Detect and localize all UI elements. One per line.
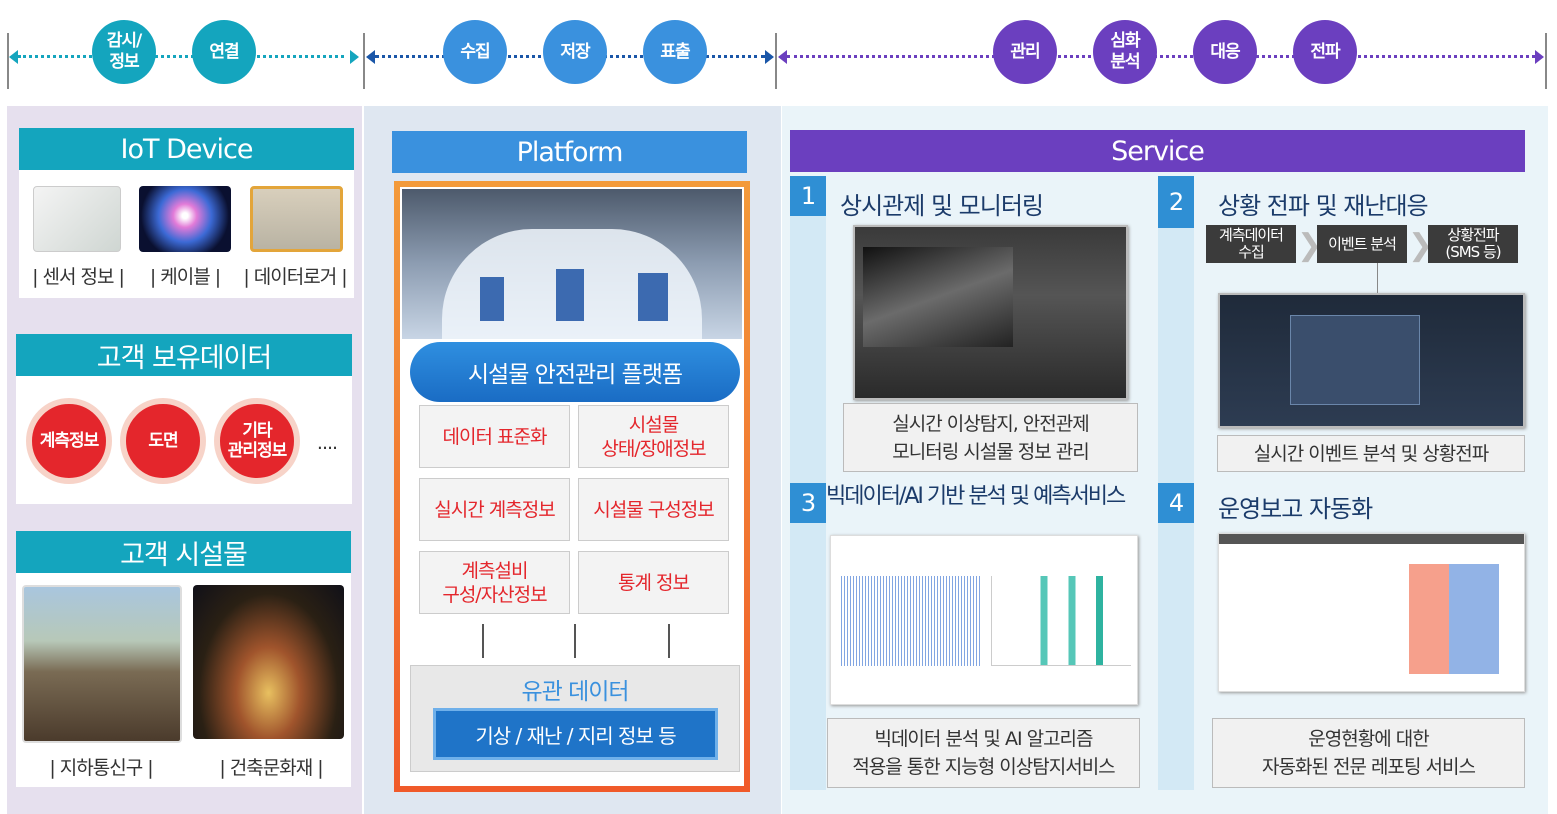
- customer-data-header: 고객 보유데이터: [16, 334, 352, 376]
- control-room-image: [402, 189, 742, 339]
- stage-connect: 연결: [192, 20, 256, 84]
- stage-monitor: 감시/ 정보: [92, 20, 156, 84]
- arrow-left-icon: [9, 50, 18, 64]
- divider: [7, 33, 9, 89]
- badge-4: 4: [1158, 483, 1194, 523]
- cell-realtime-measure: 실시간 계측정보: [419, 478, 570, 541]
- heritage-building-image: [193, 585, 344, 739]
- bar-chart-thumb: [1409, 564, 1509, 674]
- arrow-left-icon: [778, 50, 787, 64]
- s4-title: 운영보고 자동화: [1218, 495, 1373, 523]
- stage-manage: 관리: [993, 20, 1057, 84]
- utility-tunnel-label: | 지하통신구 |: [49, 757, 153, 779]
- badge-2: 2: [1158, 176, 1194, 228]
- stage-store: 저장: [543, 20, 607, 84]
- cell-facility-status: 시설물 상태/장애정보: [578, 405, 729, 468]
- connector-line: [1377, 263, 1378, 293]
- stage-display: 표출: [643, 20, 707, 84]
- service-header: Service: [790, 130, 1525, 172]
- bigdata-chart-screenshot: [830, 535, 1138, 705]
- s4-caption: 운영현황에 대한 자동화된 전문 레포팅 서비스: [1212, 718, 1525, 788]
- stage-analysis: 심화 분석: [1093, 20, 1157, 84]
- other-info-circle: 기타 관리정보: [214, 398, 300, 484]
- flow-propagate: 상황전파 (SMS 등): [1428, 225, 1518, 263]
- more-ellipsis: ....: [316, 432, 338, 454]
- dashboard-bar: [1219, 534, 1524, 544]
- server-icon: [556, 269, 584, 321]
- double-arrow-icon: [668, 624, 670, 658]
- timeseries-thumb: [841, 576, 981, 666]
- double-arrow-icon: [574, 624, 576, 658]
- arrow-right-icon: [765, 50, 774, 64]
- stage-collect: 수집: [443, 20, 507, 84]
- divider: [363, 33, 365, 89]
- s1-title: 상시관제 및 모니터링: [840, 192, 1044, 220]
- event-dialog: [1290, 315, 1420, 405]
- server-icon: [480, 277, 504, 321]
- divider: [1545, 33, 1547, 89]
- facility-header: 고객 시설물: [16, 531, 351, 573]
- s3-title: 빅데이터/AI 기반 분석 및 예측서비스: [826, 484, 1126, 509]
- s3-caption: 빅데이터 분석 및 AI 알고리즘 적용을 통한 지능형 이상탐지서비스: [827, 718, 1140, 788]
- monitoring-screenshot: [853, 225, 1128, 400]
- related-data-title: 유관 데이터: [521, 679, 629, 705]
- sensor-image: [33, 186, 121, 252]
- flow-analyze: 이벤트 분석: [1317, 225, 1407, 263]
- related-data-box: 유관 데이터 기상 / 재난 / 지리 정보 등: [410, 665, 740, 772]
- divider: [775, 33, 777, 89]
- dotted-line: [787, 55, 1535, 58]
- badge-3: 3: [790, 483, 826, 523]
- cell-data-standardization: 데이터 표준화: [419, 405, 570, 468]
- cable-image: [139, 186, 231, 252]
- cable-label: | 케이블 |: [149, 266, 221, 288]
- arrow-right-icon: [1535, 50, 1544, 64]
- platform-main-pill: 시설물 안전관리 플랫폼: [410, 342, 740, 402]
- flow-collect: 계측데이터 수집: [1206, 225, 1296, 263]
- facility-box: | 지하통신구 | | 건축문화재 |: [16, 573, 351, 787]
- s1-caption: 실시간 이상탐지, 안전관제 모니터링 시설물 정보 관리: [843, 403, 1138, 472]
- related-data-bar: 기상 / 재난 / 지리 정보 등: [433, 708, 718, 760]
- utility-tunnel-image: [22, 585, 182, 743]
- cell-equipment-assets: 계측설비 구성/자산정보: [419, 551, 570, 614]
- event-screenshot: [1218, 293, 1525, 428]
- report-dashboard-screenshot: [1218, 533, 1525, 692]
- arrow-right-icon: [350, 50, 359, 64]
- server-icon: [638, 273, 668, 321]
- tunnel-view: [863, 247, 1013, 347]
- measure-info-circle: 계측정보: [26, 398, 112, 484]
- stage-respond: 대응: [1193, 20, 1257, 84]
- iot-box: | 센서 정보 | | 케이블 | | 데이터로거 |: [19, 170, 354, 298]
- sensor-label: | 센서 정보 |: [32, 266, 125, 288]
- arrow-left-icon: [366, 50, 375, 64]
- heritage-label: | 건축문화재 |: [219, 757, 323, 779]
- stage-propagate: 전파: [1293, 20, 1357, 84]
- logger-label: | 데이터로거 |: [243, 266, 347, 288]
- platform-header: Platform: [392, 131, 747, 173]
- bar-thumb: [991, 576, 1131, 666]
- cell-statistics: 통계 정보: [578, 551, 729, 614]
- cell-facility-config: 시설물 구성정보: [578, 478, 729, 541]
- logger-image: [250, 186, 343, 252]
- iot-header: IoT Device: [19, 128, 354, 170]
- dotted-line: [18, 55, 344, 58]
- double-arrow-icon: [482, 624, 484, 658]
- s2-caption: 실시간 이벤트 분석 및 상황전파: [1217, 435, 1525, 472]
- drawing-circle: 도면: [120, 398, 206, 484]
- s2-title: 상황 전파 및 재난대응: [1218, 192, 1429, 220]
- badge-1: 1: [790, 176, 826, 216]
- customer-data-box: 계측정보 도면 기타 관리정보 ....: [16, 376, 352, 504]
